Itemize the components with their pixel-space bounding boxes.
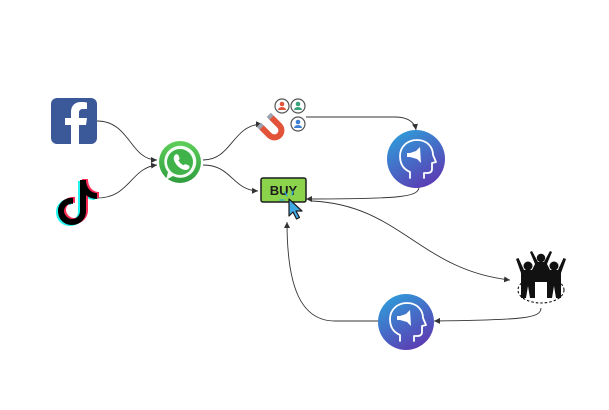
- megaphone-head-icon: [387, 130, 445, 188]
- tiktok-icon: [56, 179, 99, 226]
- edge-buy-community: [311, 200, 511, 283]
- edge-tiktok-whatsapp: [96, 162, 158, 199]
- edge-whatsapp-buy: [202, 164, 259, 194]
- megaphone-head-icon: [378, 294, 434, 350]
- edges: [96, 116, 542, 324]
- magnet-people-icon: [256, 98, 306, 141]
- buy-button-icon: BUY: [260, 177, 307, 220]
- edge-community-consultant-bottom: [433, 307, 542, 324]
- facebook-icon: [51, 98, 97, 144]
- edge-lead-magnet-consultant: [306, 116, 418, 131]
- cheering-crowd-icon: [516, 251, 566, 304]
- edge-whatsapp-lead-magnet: [202, 121, 263, 161]
- buy-label: BUY: [270, 183, 298, 198]
- edge-consultant-buy: [305, 186, 420, 202]
- edge-consultant-bottom-buy: [284, 221, 380, 322]
- edge-facebook-whatsapp: [96, 120, 158, 163]
- whatsapp-icon: [159, 141, 201, 183]
